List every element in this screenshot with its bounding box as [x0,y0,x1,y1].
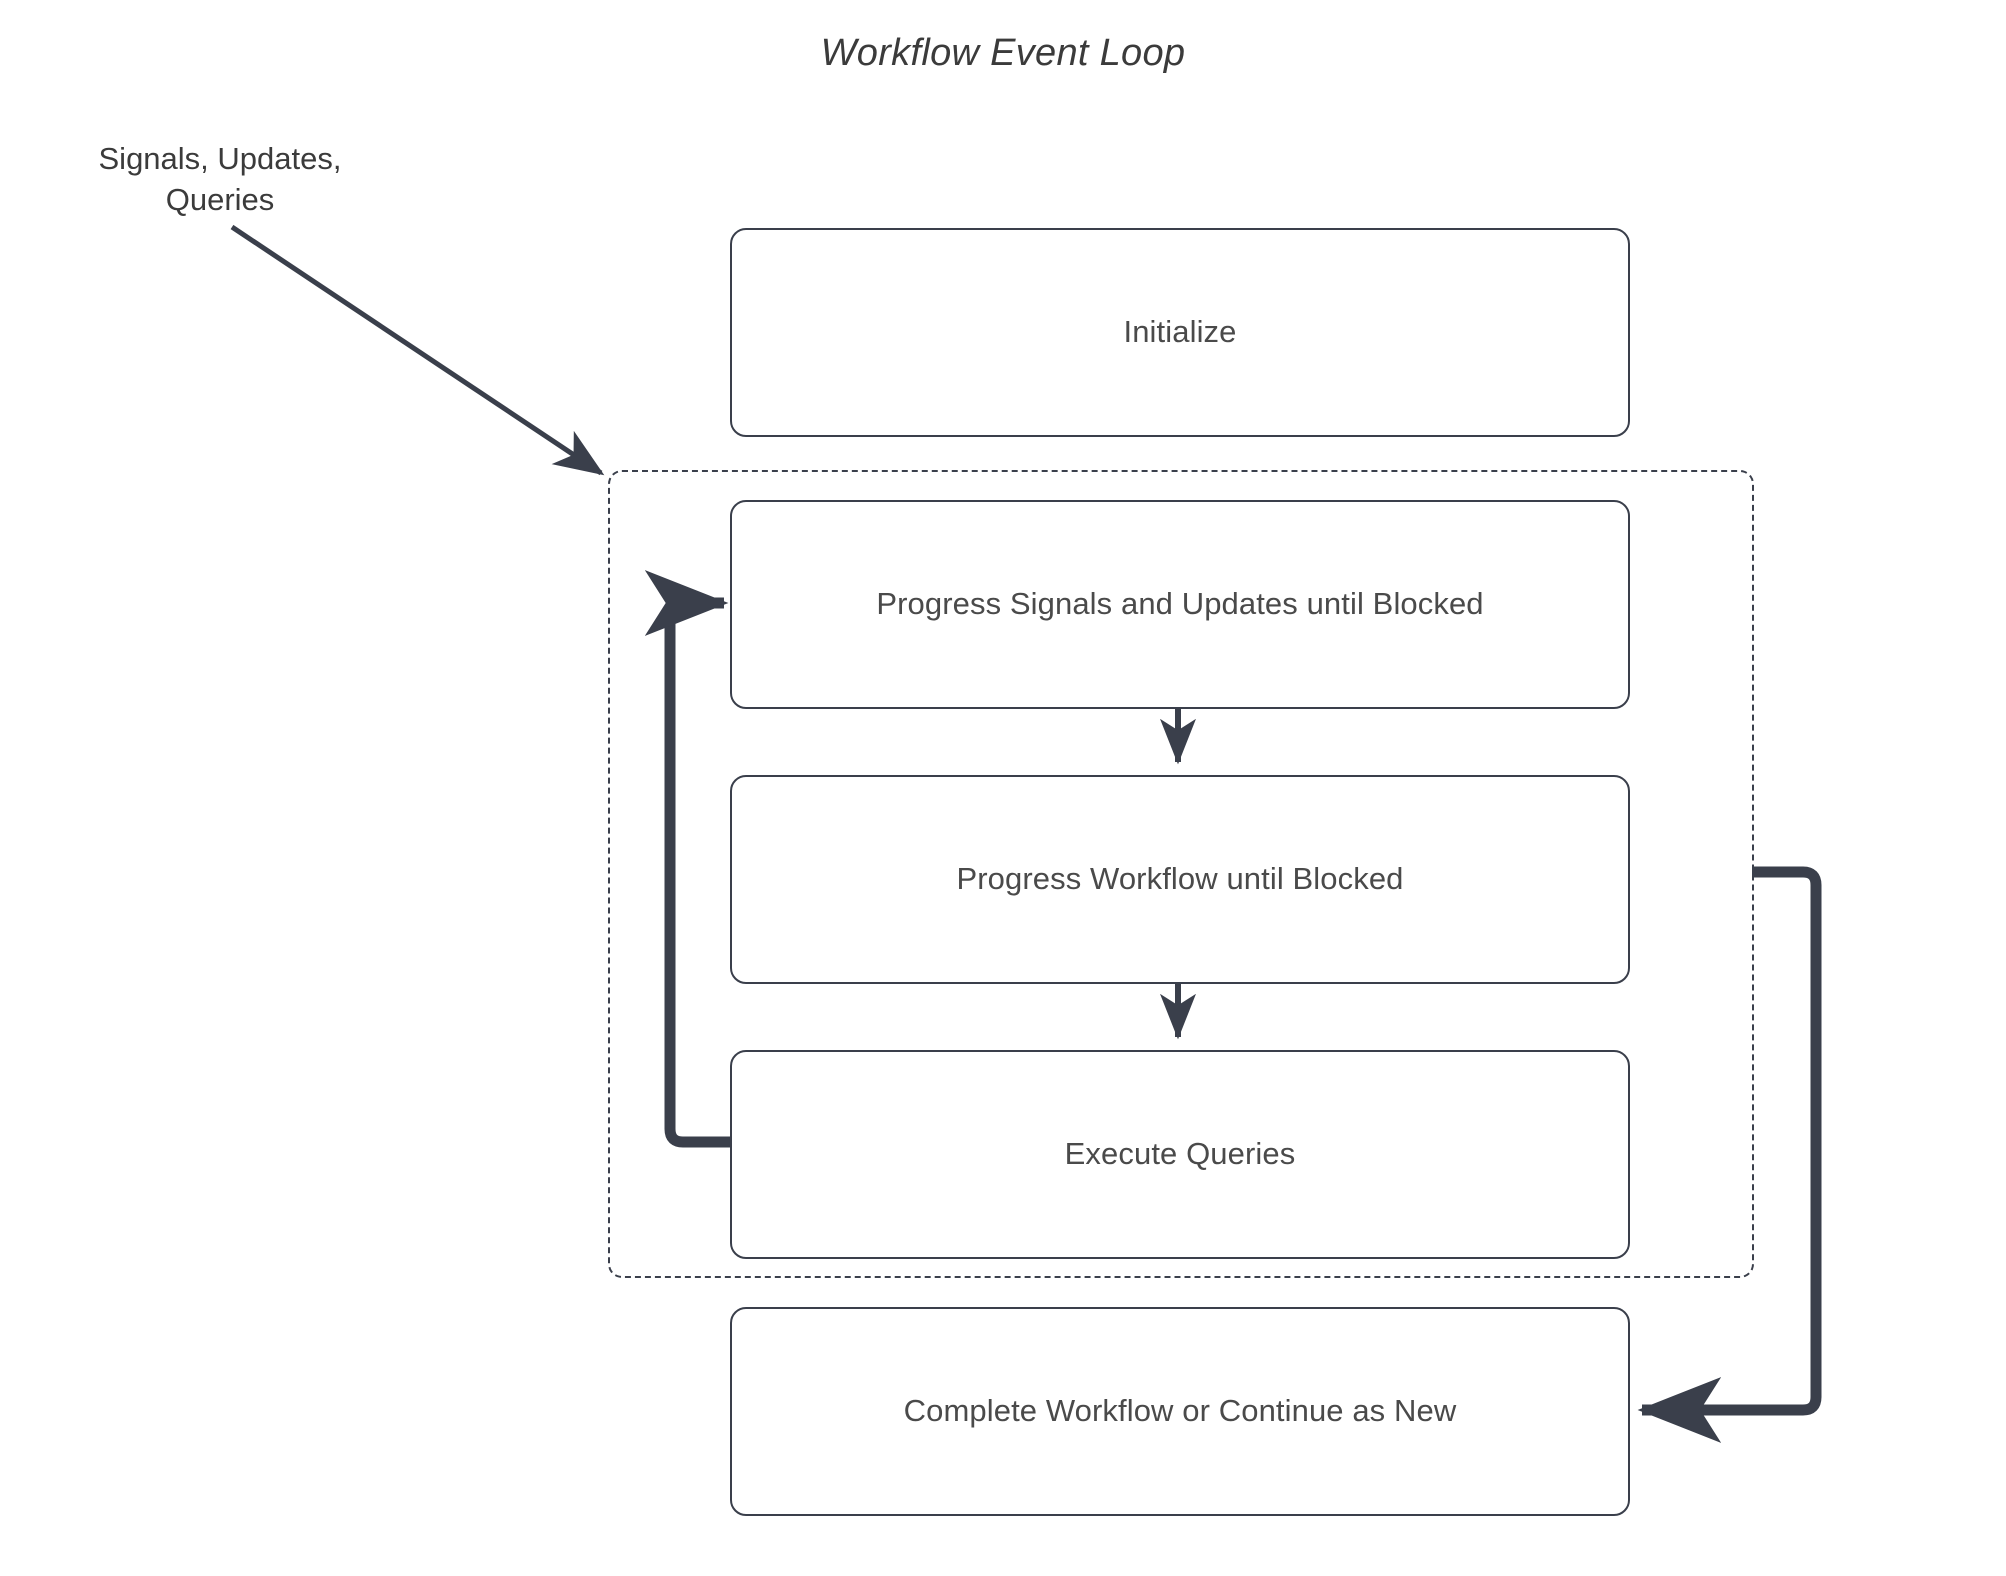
external-input-label-line2: Queries [165,182,275,218]
node-initialize[interactable]: Initialize [730,228,1630,437]
external-input-label-line1: Signals, Updates, [98,141,342,176]
node-progress-workflow-label: Progress Workflow until Blocked [956,861,1404,897]
node-execute-queries-label: Execute Queries [1064,1136,1296,1172]
external-input-label: Signals, Updates, Queries [20,138,420,220]
node-execute-queries[interactable]: Execute Queries [730,1050,1630,1259]
node-complete-workflow-or-continue-as-new[interactable]: Complete Workflow or Continue as New [730,1307,1630,1516]
node-initialize-label: Initialize [1123,314,1237,350]
event-loop-container [608,470,1754,1278]
node-progress-signals-and-updates-label: Progress Signals and Updates until Block… [876,586,1484,622]
page-title: Workflow Event Loop [820,32,1186,74]
edge-external-input-to-loop [230,224,605,476]
node-complete-workflow-or-continue-as-new-label: Complete Workflow or Continue as New [903,1393,1457,1429]
node-progress-workflow[interactable]: Progress Workflow until Blocked [730,775,1630,984]
node-progress-signals-and-updates[interactable]: Progress Signals and Updates until Block… [730,500,1630,709]
